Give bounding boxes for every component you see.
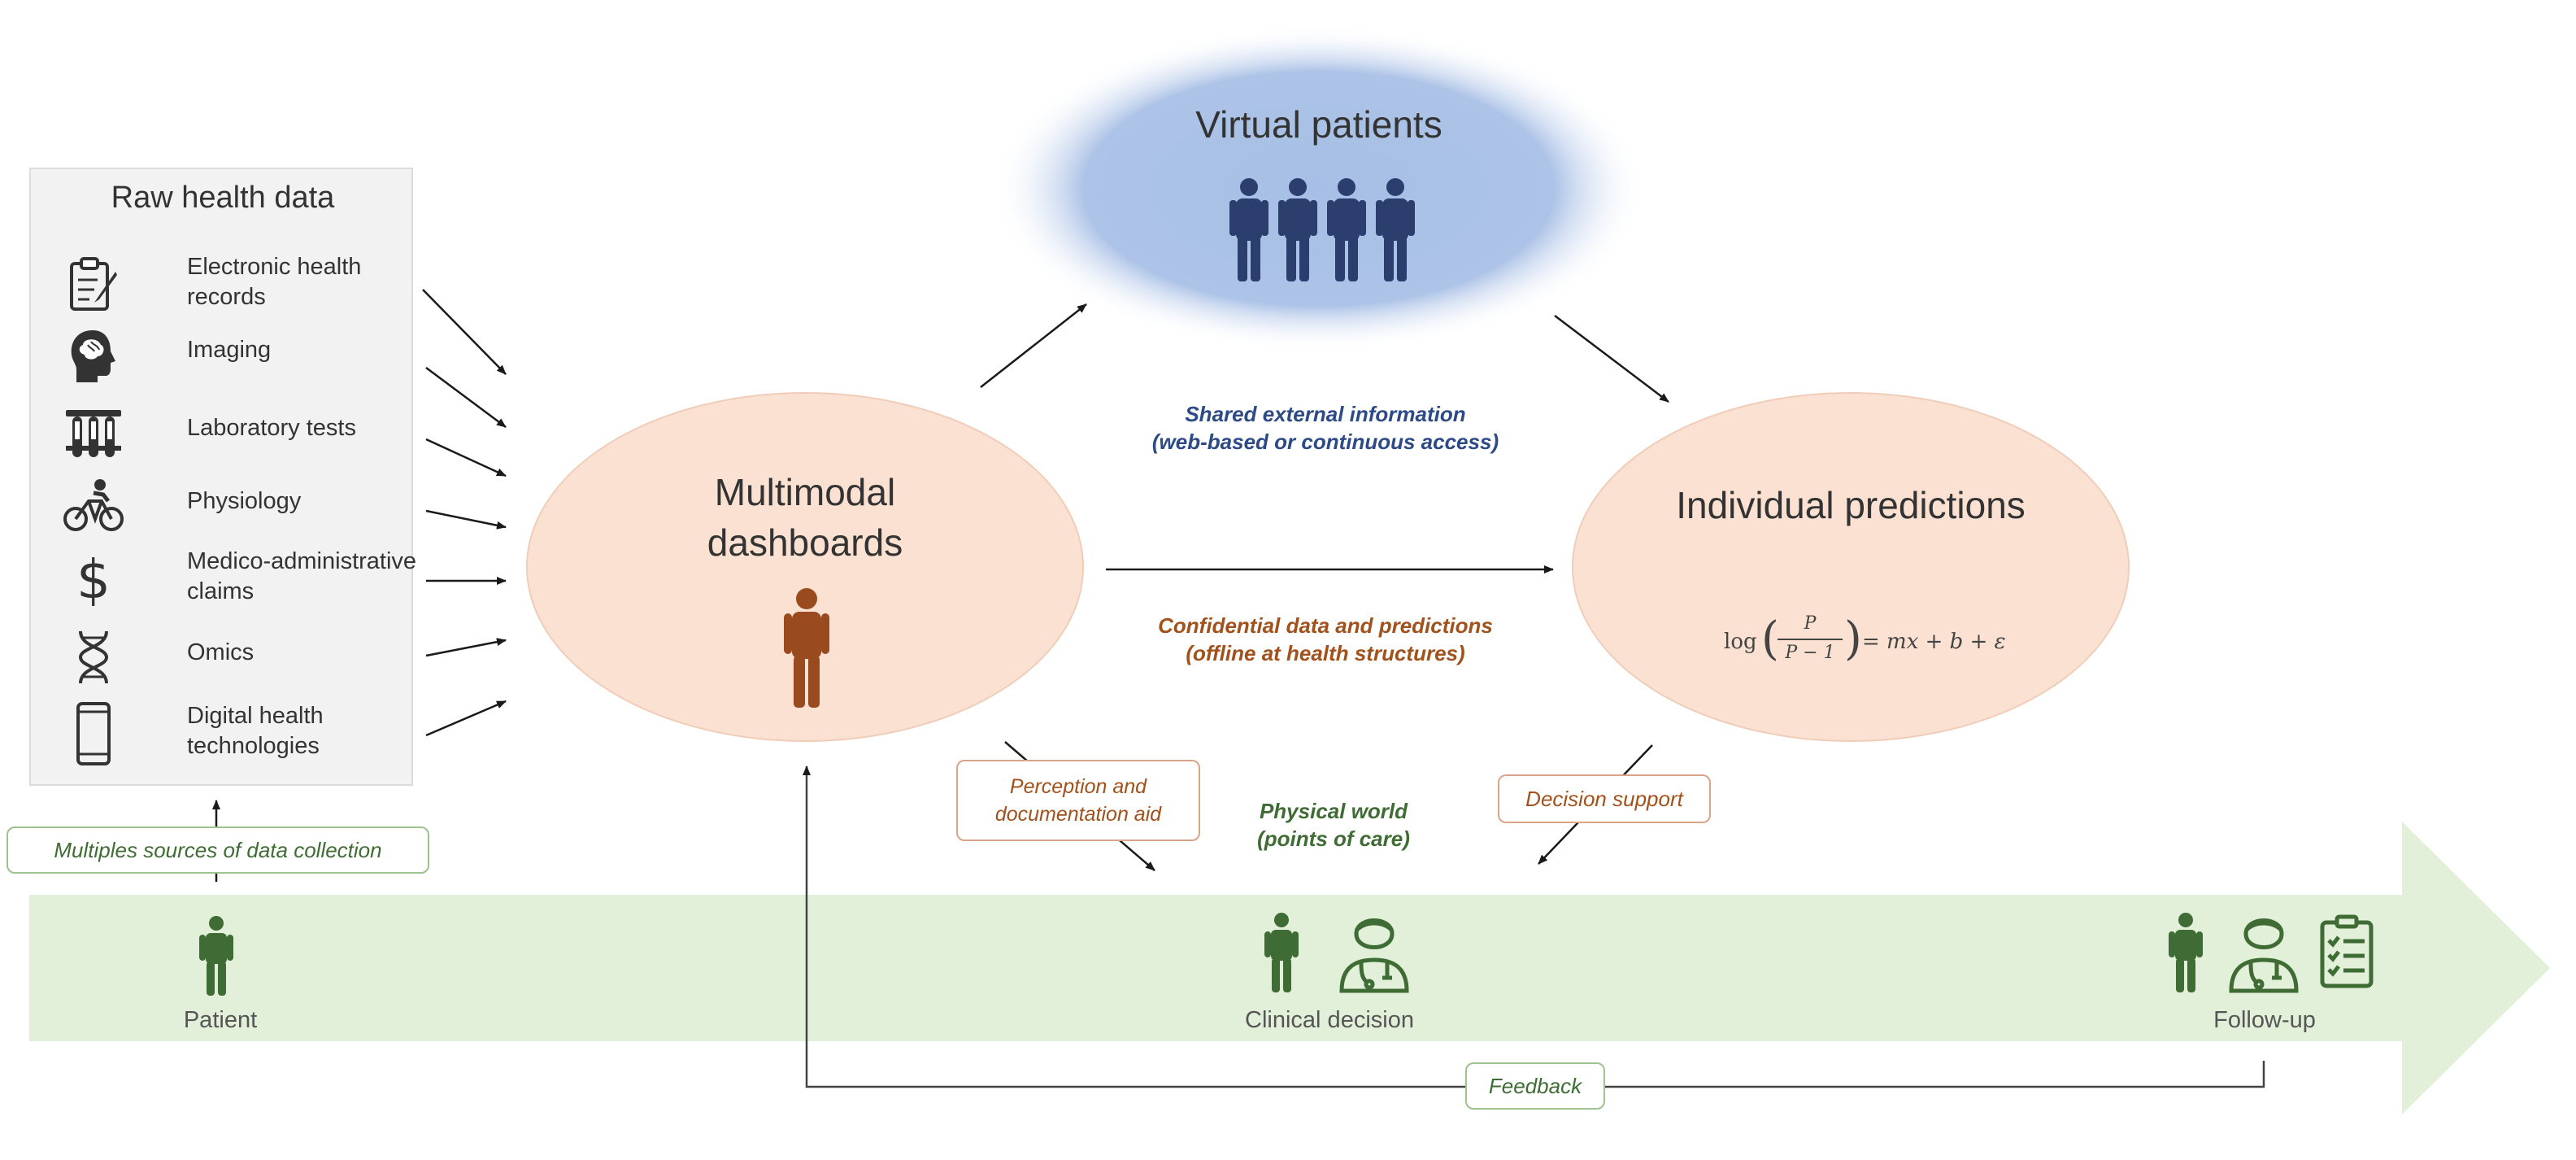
confidential-note-line2: (offline at health structures) xyxy=(1186,641,1465,665)
shared-note-line1: Shared external information xyxy=(1185,402,1466,426)
decision-support-label: Decision support xyxy=(1498,774,1711,823)
formula-paren-close: ) xyxy=(1844,613,1862,665)
confidential-note-line1: Confidential data and predictions xyxy=(1158,613,1493,638)
virtual-patients-title: Virtual patients xyxy=(1195,103,1442,146)
source-physiology: Physiology xyxy=(60,473,418,539)
clinical-doctor-icon xyxy=(1337,909,1412,998)
source-omics: Omics xyxy=(60,625,418,690)
perception-documentation-label: Perception and documentation aid xyxy=(956,760,1200,841)
source-label: Medico-administrative claims xyxy=(187,548,417,604)
dashboards-title-line2: dashboards xyxy=(707,521,903,564)
feedback-label: Feedback xyxy=(1465,1062,1605,1110)
perception-line1: Perception and xyxy=(1009,775,1147,798)
dna-icon xyxy=(60,625,127,690)
test-tubes-icon xyxy=(60,400,127,465)
source-digital-health-technologies: Digital health technologies xyxy=(60,701,418,766)
virtual-patients-cloud xyxy=(992,26,1646,351)
source-label: Electronic health records xyxy=(187,254,362,310)
dashboards-to-virtual-arrow xyxy=(980,303,1087,388)
source-imaging: Imaging xyxy=(60,324,418,389)
source-label: Physiology xyxy=(187,488,302,514)
stage-followup-label: Follow-up xyxy=(2213,1007,2316,1033)
stage-patient-label: Patient xyxy=(183,1007,258,1033)
predictions-title: Individual predictions xyxy=(1676,484,2026,526)
perception-line2: documentation aid xyxy=(994,803,1162,826)
shared-note-line2: (web-based or continuous access) xyxy=(1151,430,1499,454)
regression-formula: log ( P P − 1 ) = mx + b + ε xyxy=(1724,612,2006,669)
person-icon xyxy=(777,587,836,713)
shared-external-note: Shared external information (web-based o… xyxy=(1065,400,1586,456)
source-label: Digital health technologies xyxy=(187,703,324,759)
dashboards-title: Multimodal dashboards xyxy=(618,467,992,568)
confidential-note: Confidential data and predictions (offli… xyxy=(1065,612,1586,667)
dollar-icon: $ xyxy=(76,547,111,611)
dashboards-title-line1: Multimodal xyxy=(714,471,896,513)
patient-person-icon xyxy=(194,916,239,1001)
source-label: Imaging xyxy=(187,337,272,363)
physical-world-note: Physical world (points of care) xyxy=(1171,797,1496,853)
source-label: Omics xyxy=(187,639,255,665)
checklist-icon xyxy=(2319,914,2374,993)
formula-fraction-bar xyxy=(1778,639,1843,640)
source-electronic-health-records: Electronic health records xyxy=(60,252,418,317)
physical-note-line2: (points of care) xyxy=(1257,826,1410,851)
formula-paren-open: ( xyxy=(1761,613,1779,665)
dashboards-ellipse xyxy=(526,392,1084,742)
formula-denominator: P − 1 xyxy=(1785,643,1835,663)
formula-rhs: = mx + b + ε xyxy=(1862,630,2006,654)
source-laboratory-tests: Laboratory tests xyxy=(60,400,418,465)
stage-clinical-decision-label: Clinical decision xyxy=(1245,1007,1414,1033)
source-label: Laboratory tests xyxy=(187,415,356,441)
clipboard-edit-icon xyxy=(60,252,127,317)
group-of-people-icon xyxy=(1225,177,1420,287)
timeline-arrow xyxy=(29,822,2550,1114)
predictions-ellipse xyxy=(1572,392,2130,742)
raw-health-data-title: Raw health data xyxy=(111,181,335,215)
physical-note-line1: Physical world xyxy=(1259,799,1408,823)
source-medico-administrative-claims: $ Medico-administrative claims xyxy=(60,547,418,612)
raw-health-data-panel: Raw health data Electronic health record… xyxy=(29,168,416,786)
cyclist-icon xyxy=(60,473,127,539)
formula-numerator: P xyxy=(1804,613,1817,634)
followup-doctor-icon xyxy=(2226,909,2301,998)
smartphone-icon xyxy=(60,701,127,766)
formula-log: log xyxy=(1724,630,1757,654)
input-arrows xyxy=(422,289,507,737)
clinical-person-icon xyxy=(1259,913,1304,998)
followup-person-icon xyxy=(2163,913,2208,998)
virtual-to-predictions-arrow xyxy=(1554,315,1669,403)
data-collection-label: Multiples sources of data collection xyxy=(7,826,429,874)
head-brain-icon xyxy=(60,324,127,389)
